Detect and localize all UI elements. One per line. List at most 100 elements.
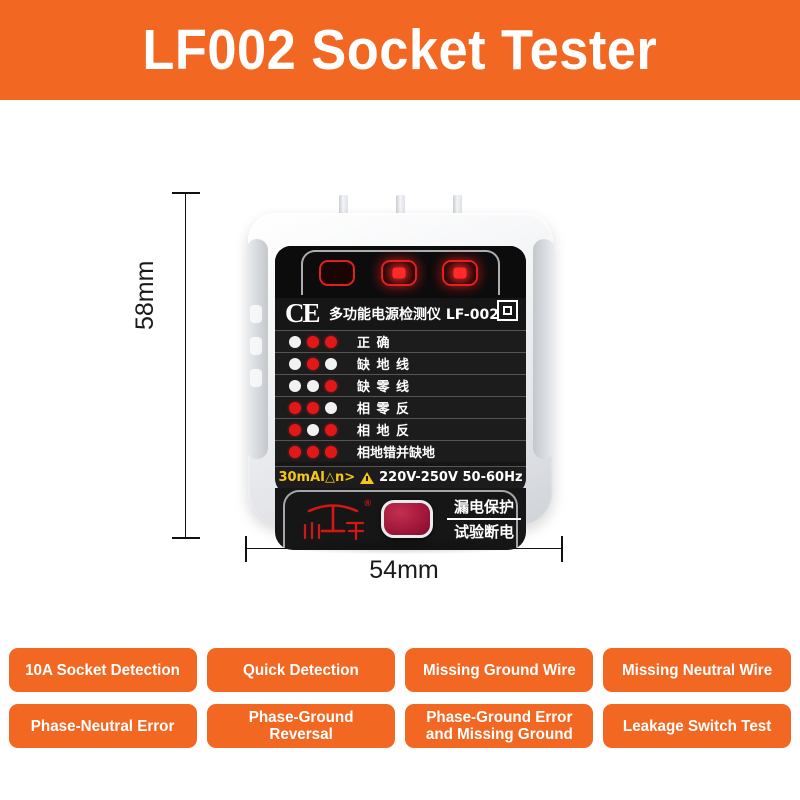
indicator-row: 相 地 反 bbox=[275, 418, 526, 440]
indicator-rows: 正 确 缺 地 线 bbox=[275, 330, 526, 462]
page-title: LF002 Socket Tester bbox=[142, 18, 658, 82]
indicator-row: 正 确 bbox=[275, 330, 526, 352]
leakage-test-button[interactable] bbox=[381, 500, 433, 538]
indicator-dot bbox=[325, 379, 337, 392]
brand-row: CE 多功能电源检测仪 LF-002 bbox=[275, 296, 526, 330]
led-indicator-strip bbox=[275, 246, 526, 298]
side-grip-right-1 bbox=[539, 305, 551, 323]
led-strip-bezel bbox=[301, 250, 500, 295]
ce-mark-icon: CE bbox=[285, 298, 320, 328]
side-grip-right-3 bbox=[539, 369, 551, 387]
feature-badge-label: Phase-Ground Error and Missing Ground bbox=[425, 709, 573, 743]
feature-badge[interactable]: Phase-Ground Error and Missing Ground bbox=[405, 704, 593, 748]
led-indicator-1 bbox=[319, 260, 355, 286]
feature-badge[interactable]: Phase-Neutral Error bbox=[9, 704, 197, 748]
feature-badge-label: Phase-Neutral Error bbox=[31, 717, 175, 735]
side-grip-left-3 bbox=[250, 369, 262, 387]
leakage-rating-text: 30mAI△n> bbox=[278, 470, 356, 485]
feature-badges: 10A Socket Detection Quick Detection Mis… bbox=[0, 648, 800, 760]
feature-badge[interactable]: Phase-Ground Reversal bbox=[207, 704, 395, 748]
height-dimension-label: 58mm bbox=[131, 260, 159, 330]
device-shell: CE 多功能电源检测仪 LF-002 正 确 bbox=[246, 213, 555, 554]
indicator-row: 相 零 反 bbox=[275, 396, 526, 418]
test-button-label-line2: 试验断电 bbox=[453, 523, 514, 541]
brand-logo: ® bbox=[297, 498, 371, 542]
plug-prongs bbox=[248, 195, 553, 221]
indicator-dot bbox=[325, 401, 337, 414]
device-drop-shadow bbox=[282, 539, 520, 554]
indicator-dot bbox=[289, 423, 301, 436]
height-dimension-line bbox=[185, 193, 186, 538]
indicator-row-label: 相 地 反 bbox=[357, 424, 411, 439]
led-indicator-3 bbox=[442, 260, 478, 286]
test-button-label: 漏电保护 试验断电 bbox=[447, 497, 521, 542]
led-indicator-2 bbox=[381, 260, 417, 286]
indicator-dots bbox=[289, 335, 337, 348]
indicator-dot bbox=[325, 445, 337, 458]
test-button-label-divider bbox=[447, 518, 521, 520]
indicator-row: 缺 地 线 bbox=[275, 352, 526, 374]
indicator-dot bbox=[307, 357, 319, 370]
width-dimension-cap-right bbox=[561, 536, 563, 562]
indicator-dot bbox=[325, 335, 337, 348]
product-stage: 58mm 54mm bbox=[0, 100, 800, 640]
indicator-dot bbox=[307, 423, 319, 436]
model-name-text: 多功能电源检测仪 LF-002 bbox=[329, 307, 499, 323]
feature-badge-label: Missing Ground Wire bbox=[422, 661, 576, 679]
width-dimension-label: 54mm bbox=[369, 556, 439, 584]
plug-prong-3 bbox=[453, 195, 462, 219]
side-grip-left-2 bbox=[250, 337, 262, 355]
feature-badge[interactable]: 10A Socket Detection bbox=[9, 648, 197, 692]
feature-badge-label: 10A Socket Detection bbox=[25, 661, 181, 679]
voltage-range-text: 220V-250V 50-60Hz bbox=[379, 470, 523, 485]
side-grip-right-2 bbox=[539, 337, 551, 355]
indicator-row-label: 缺 零 线 bbox=[357, 380, 411, 395]
feature-badge[interactable]: Missing Neutral Wire bbox=[603, 648, 791, 692]
indicator-dot bbox=[289, 445, 301, 458]
indicator-row: 缺 零 线 bbox=[275, 374, 526, 396]
indicator-row-label: 相地错并缺地 bbox=[357, 446, 436, 461]
device-faceplate: CE 多功能电源检测仪 LF-002 正 确 bbox=[275, 246, 526, 496]
test-button-label-line1: 漏电保护 bbox=[453, 498, 514, 516]
indicator-dot bbox=[307, 379, 319, 392]
indicator-row-label: 相 零 反 bbox=[357, 402, 411, 417]
registered-trademark-icon: ® bbox=[364, 498, 371, 508]
header-banner: LF002 Socket Tester bbox=[0, 0, 800, 100]
side-grip-left-1 bbox=[250, 305, 262, 323]
device-bottom-panel: ® 漏电保护 试验断电 bbox=[275, 488, 526, 550]
indicator-dots bbox=[289, 379, 337, 392]
indicator-dots bbox=[289, 423, 337, 436]
feature-badge-label: Leakage Switch Test bbox=[622, 717, 772, 735]
indicator-dot bbox=[289, 335, 301, 348]
feature-badge[interactable]: Leakage Switch Test bbox=[603, 704, 791, 748]
indicator-dot bbox=[289, 357, 301, 370]
specification-strip: 30mAI△n> 220V-250V 50-60Hz bbox=[275, 466, 526, 488]
indicator-row-label: 缺 地 线 bbox=[357, 358, 411, 373]
indicator-dots bbox=[289, 401, 337, 414]
height-dimension-cap-bottom bbox=[172, 537, 200, 539]
height-dimension-cap-top bbox=[172, 192, 200, 194]
width-dimension-cap-left bbox=[245, 536, 247, 562]
feature-badge[interactable]: Missing Ground Wire bbox=[405, 648, 593, 692]
socket-tester-device: CE 多功能电源检测仪 LF-002 正 确 bbox=[246, 195, 555, 554]
indicator-dot bbox=[325, 423, 337, 436]
indicator-dot bbox=[325, 357, 337, 370]
brand-logo-icon bbox=[303, 504, 365, 541]
double-insulation-icon bbox=[497, 300, 518, 321]
feature-badge[interactable]: Quick Detection bbox=[207, 648, 395, 692]
feature-badge-label: Phase-Ground Reversal bbox=[248, 709, 354, 743]
warning-triangle-icon bbox=[360, 471, 375, 484]
plug-prong-2 bbox=[396, 195, 405, 219]
indicator-dot bbox=[289, 401, 301, 414]
indicator-dot bbox=[307, 335, 319, 348]
indicator-row-label: 正 确 bbox=[357, 336, 391, 351]
indicator-dots bbox=[289, 445, 337, 458]
feature-badge-row-1: 10A Socket Detection Quick Detection Mis… bbox=[0, 648, 800, 692]
indicator-dot bbox=[289, 379, 301, 392]
indicator-dot bbox=[307, 445, 319, 458]
indicator-row: 相地错并缺地 bbox=[275, 440, 526, 462]
feature-badge-label: Quick Detection bbox=[243, 661, 359, 679]
plug-prong-1 bbox=[339, 195, 348, 219]
indicator-dots bbox=[289, 357, 337, 370]
